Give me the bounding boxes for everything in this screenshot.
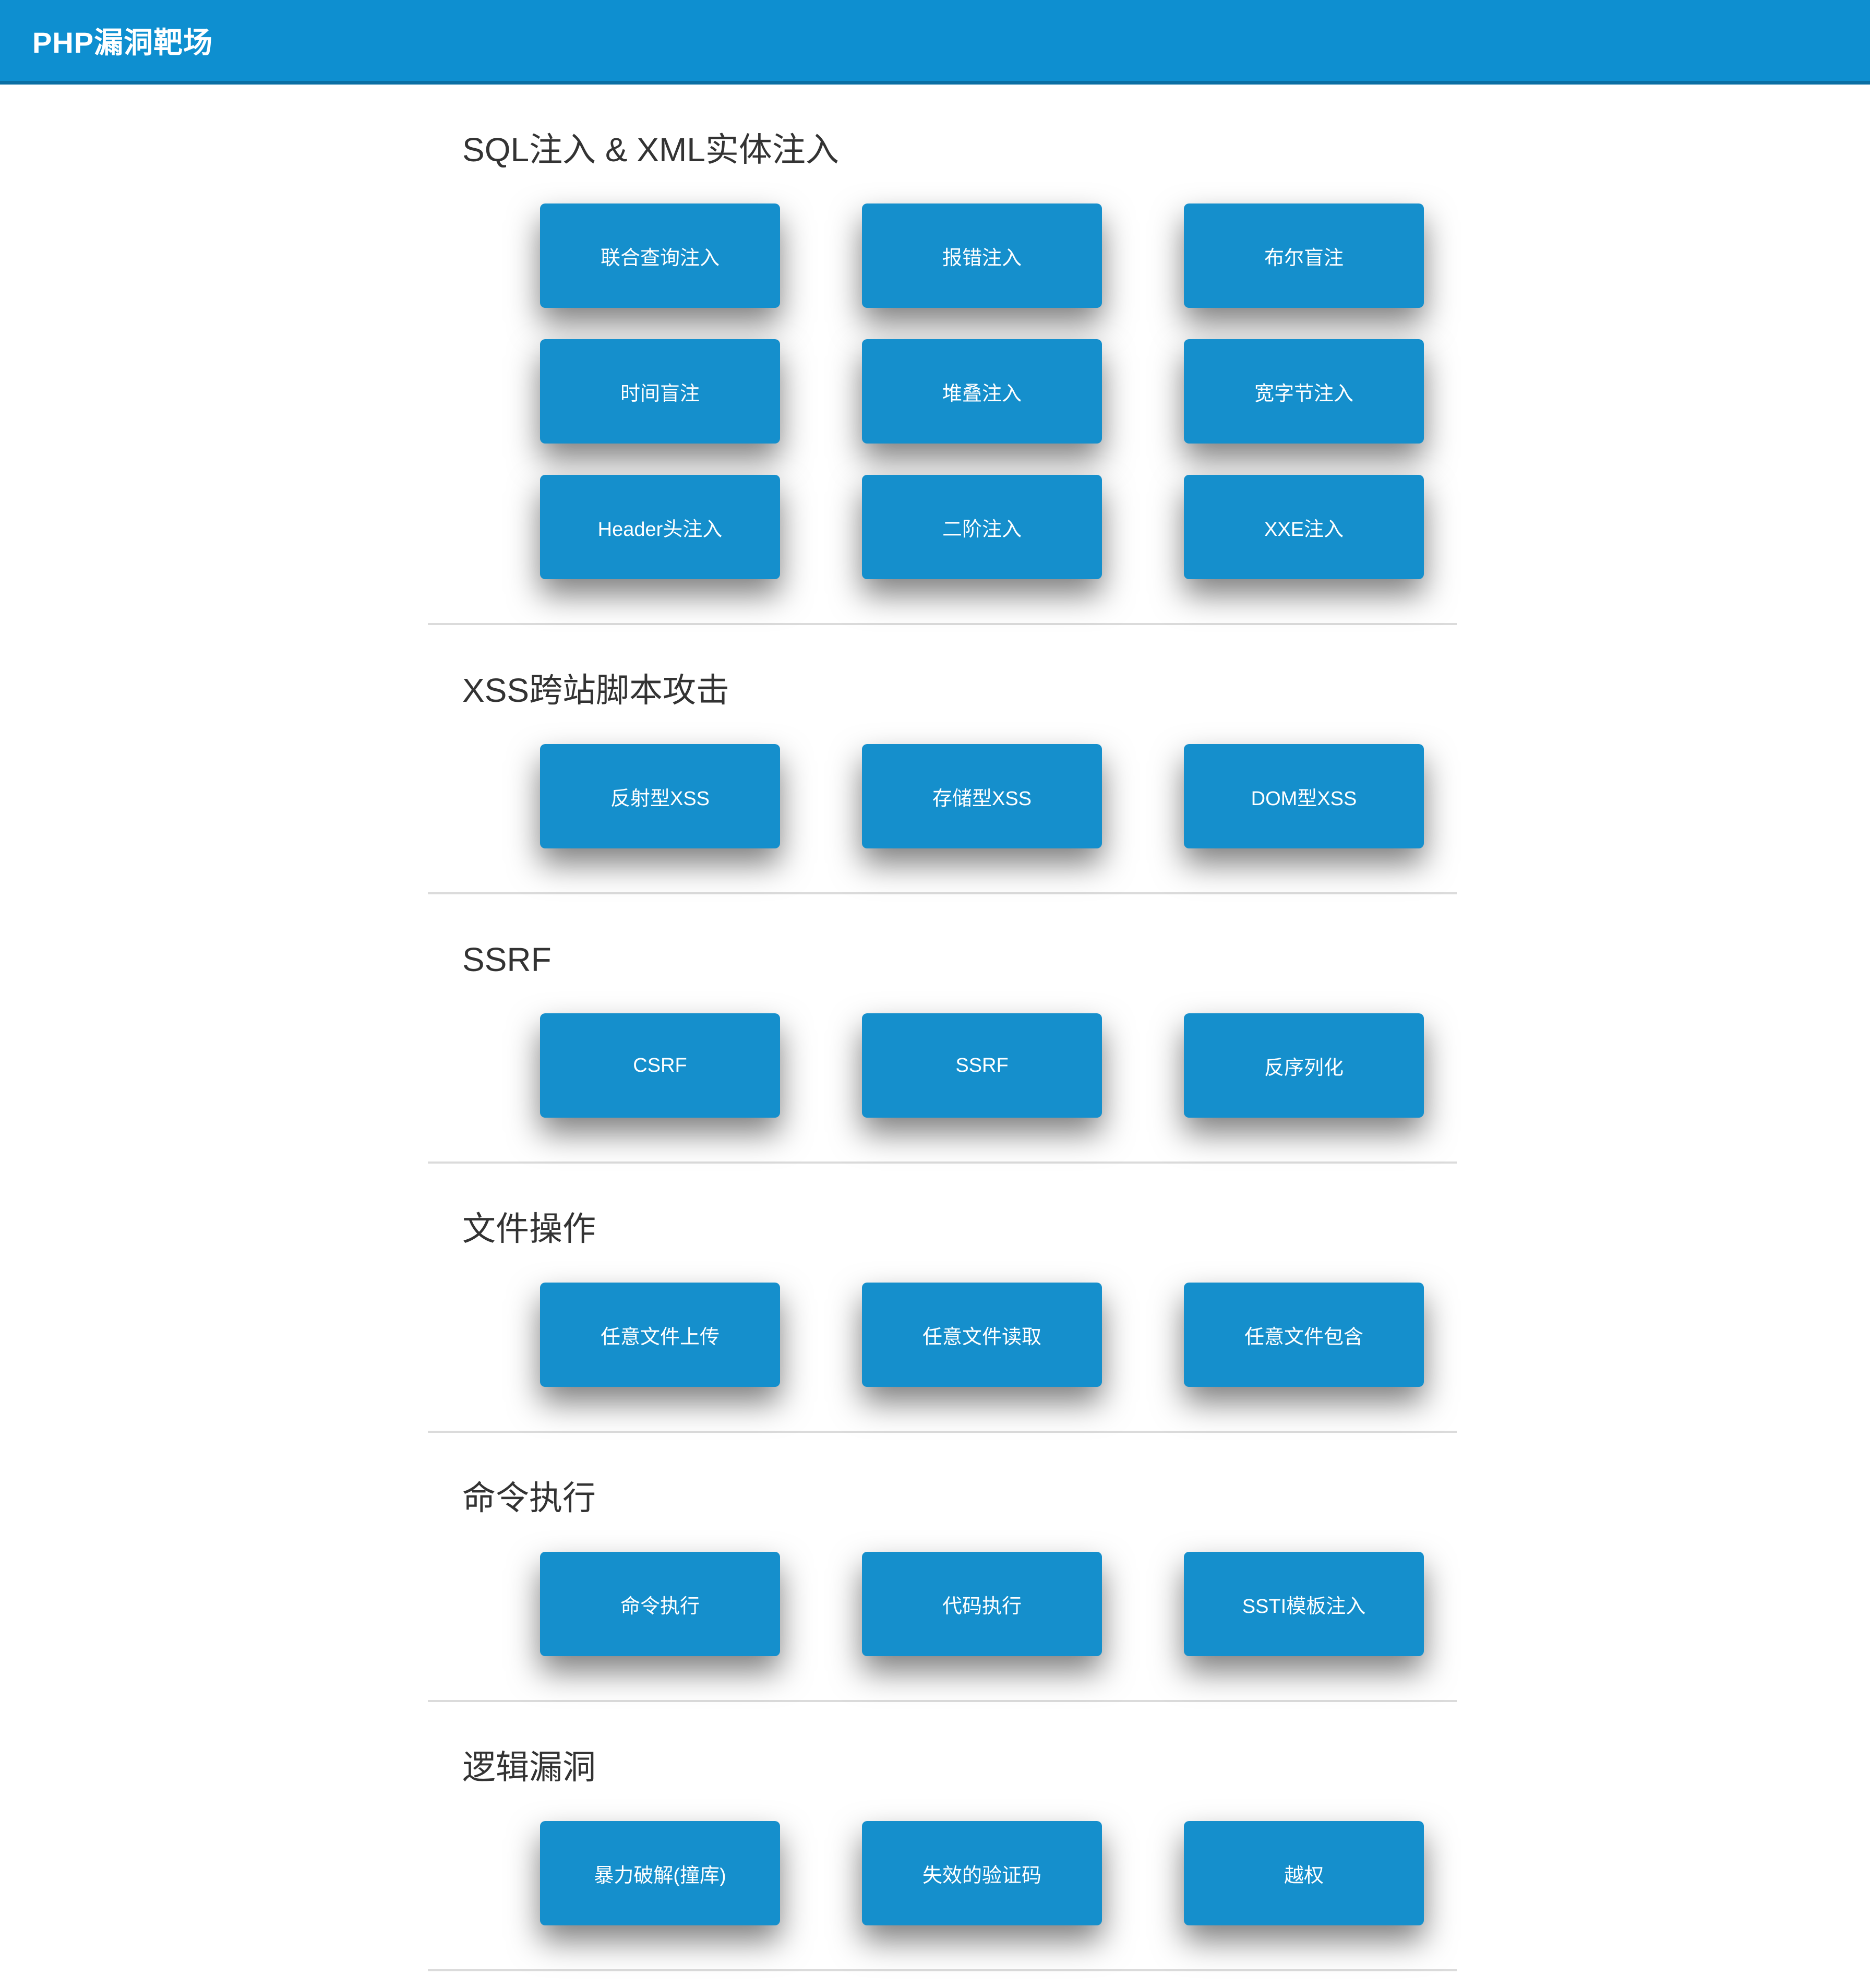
section-sql-xml-injection: SQL注入 & XML实体注入 联合查询注入 报错注入 布尔盲注 时间盲注 堆叠… bbox=[428, 130, 1457, 625]
app-title: PHP漏洞靶场 bbox=[32, 26, 213, 59]
section-divider bbox=[428, 1700, 1457, 1702]
vuln-button-ssrf[interactable]: SSRF bbox=[862, 1013, 1102, 1118]
section-title-xss: XSS跨站脚本攻击 bbox=[462, 672, 730, 709]
header-bar: PHP漏洞靶场 bbox=[0, 0, 1870, 85]
section-ssrf: SSRF CSRF SSRF 反序列化 bbox=[428, 940, 1457, 1164]
section-title-file-operations: 文件操作 bbox=[462, 1210, 596, 1248]
button-grid-command: 命令执行 代码执行 SSTI模板注入 bbox=[540, 1552, 1427, 1656]
vuln-button-time-blind-injection[interactable]: 时间盲注 bbox=[540, 339, 780, 444]
vuln-button-error-based-injection[interactable]: 报错注入 bbox=[862, 203, 1102, 308]
vuln-button-second-order-injection[interactable]: 二阶注入 bbox=[862, 475, 1102, 579]
vuln-button-reflected-xss[interactable]: 反射型XSS bbox=[540, 744, 780, 848]
section-divider bbox=[428, 1431, 1457, 1433]
vuln-button-file-read[interactable]: 任意文件读取 bbox=[862, 1283, 1102, 1387]
vuln-button-broken-captcha[interactable]: 失效的验证码 bbox=[862, 1821, 1102, 1925]
vuln-button-csrf[interactable]: CSRF bbox=[540, 1013, 780, 1118]
vuln-button-union-select-injection[interactable]: 联合查询注入 bbox=[540, 203, 780, 308]
button-grid-file: 任意文件上传 任意文件读取 任意文件包含 bbox=[540, 1283, 1427, 1387]
section-xss: XSS跨站脚本攻击 反射型XSS 存储型XSS DOM型XSS bbox=[428, 671, 1457, 894]
section-divider bbox=[428, 892, 1457, 894]
vuln-button-file-include[interactable]: 任意文件包含 bbox=[1184, 1283, 1424, 1387]
vuln-button-ssti-injection[interactable]: SSTI模板注入 bbox=[1184, 1552, 1424, 1656]
section-title-logic-vulns: 逻辑漏洞 bbox=[462, 1749, 596, 1786]
vuln-button-dom-xss[interactable]: DOM型XSS bbox=[1184, 744, 1424, 848]
button-grid-xss: 反射型XSS 存储型XSS DOM型XSS bbox=[540, 744, 1427, 848]
vuln-button-header-injection[interactable]: Header头注入 bbox=[540, 475, 780, 579]
button-grid-sql: 联合查询注入 报错注入 布尔盲注 时间盲注 堆叠注入 宽字节注入 Header头… bbox=[540, 203, 1427, 579]
vuln-button-file-upload[interactable]: 任意文件上传 bbox=[540, 1283, 780, 1387]
vuln-button-deserialization[interactable]: 反序列化 bbox=[1184, 1013, 1424, 1118]
section-title-sql-xml: SQL注入 & XML实体注入 bbox=[462, 131, 839, 169]
main-content: SQL注入 & XML实体注入 联合查询注入 报错注入 布尔盲注 时间盲注 堆叠… bbox=[428, 130, 1457, 1971]
vuln-button-brute-force[interactable]: 暴力破解(撞库) bbox=[540, 1821, 780, 1925]
button-grid-logic: 暴力破解(撞库) 失效的验证码 越权 bbox=[540, 1821, 1427, 1925]
vuln-button-stored-xss[interactable]: 存储型XSS bbox=[862, 744, 1102, 848]
section-file-operations: 文件操作 任意文件上传 任意文件读取 任意文件包含 bbox=[428, 1209, 1457, 1433]
section-command-execution: 命令执行 命令执行 代码执行 SSTI模板注入 bbox=[428, 1479, 1457, 1702]
section-title-ssrf: SSRF bbox=[462, 941, 552, 978]
section-divider bbox=[428, 623, 1457, 625]
section-logic-vulns: 逻辑漏洞 暴力破解(撞库) 失效的验证码 越权 bbox=[428, 1748, 1457, 1971]
section-divider bbox=[428, 1161, 1457, 1164]
section-title-command-execution: 命令执行 bbox=[462, 1479, 596, 1517]
vuln-button-command-exec[interactable]: 命令执行 bbox=[540, 1552, 780, 1656]
vuln-button-stacked-injection[interactable]: 堆叠注入 bbox=[862, 339, 1102, 444]
vuln-button-privilege-escalation[interactable]: 越权 bbox=[1184, 1821, 1424, 1925]
vuln-button-xxe-injection[interactable]: XXE注入 bbox=[1184, 475, 1424, 579]
vuln-button-wide-byte-injection[interactable]: 宽字节注入 bbox=[1184, 339, 1424, 444]
section-divider bbox=[428, 1969, 1457, 1971]
vuln-button-code-exec[interactable]: 代码执行 bbox=[862, 1552, 1102, 1656]
button-grid-ssrf: CSRF SSRF 反序列化 bbox=[540, 1013, 1427, 1118]
vuln-button-boolean-blind-injection[interactable]: 布尔盲注 bbox=[1184, 203, 1424, 308]
